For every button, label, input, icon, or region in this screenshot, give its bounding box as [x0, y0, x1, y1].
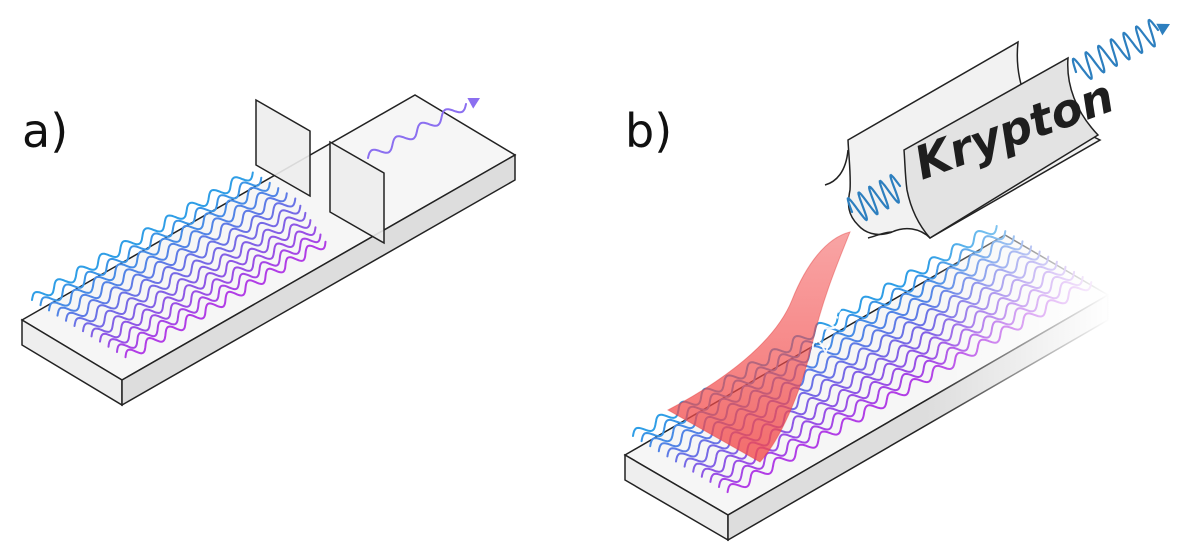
waves-a — [31, 171, 327, 359]
wave-a-2 — [39, 176, 263, 307]
selector-plate-back — [255, 98, 311, 198]
panel-b-label: b) — [625, 104, 672, 158]
input-wave-b — [846, 173, 902, 222]
fade-overlay — [620, 200, 1120, 557]
output-wave-a — [367, 98, 480, 159]
krypton-cell: Krypton — [824, 40, 1121, 239]
wave-a-6 — [73, 197, 297, 327]
wave-a-1 — [31, 171, 254, 301]
arrow-b-icon — [1156, 23, 1170, 36]
panel-a-label: a) — [22, 104, 68, 158]
wave-b-output — [1071, 18, 1160, 81]
krypton-flare-bottom — [867, 231, 893, 239]
wave-a-9 — [99, 219, 312, 343]
wave-a-5 — [65, 192, 288, 322]
wave-a-7 — [82, 204, 302, 333]
wave-a-12 — [124, 240, 327, 359]
wave-a-11 — [116, 233, 322, 353]
wave-a-8 — [90, 211, 307, 338]
panel-b: b) 2 VIS Krypton — [620, 18, 1170, 557]
wave-a-4 — [56, 187, 280, 317]
wave-b-input — [846, 173, 902, 222]
krypton-flare-left — [824, 149, 849, 186]
selector-plate-front — [329, 140, 385, 245]
krypton-front-sheet — [903, 56, 1100, 239]
arrow-a-icon — [467, 98, 480, 109]
output-wave-b — [1071, 18, 1170, 81]
uv-beam — [666, 231, 851, 463]
wave-a-10 — [107, 226, 317, 348]
wave-a-exit — [367, 103, 467, 159]
panel-a: a) — [20, 94, 517, 407]
wave-a-3 — [48, 181, 271, 312]
